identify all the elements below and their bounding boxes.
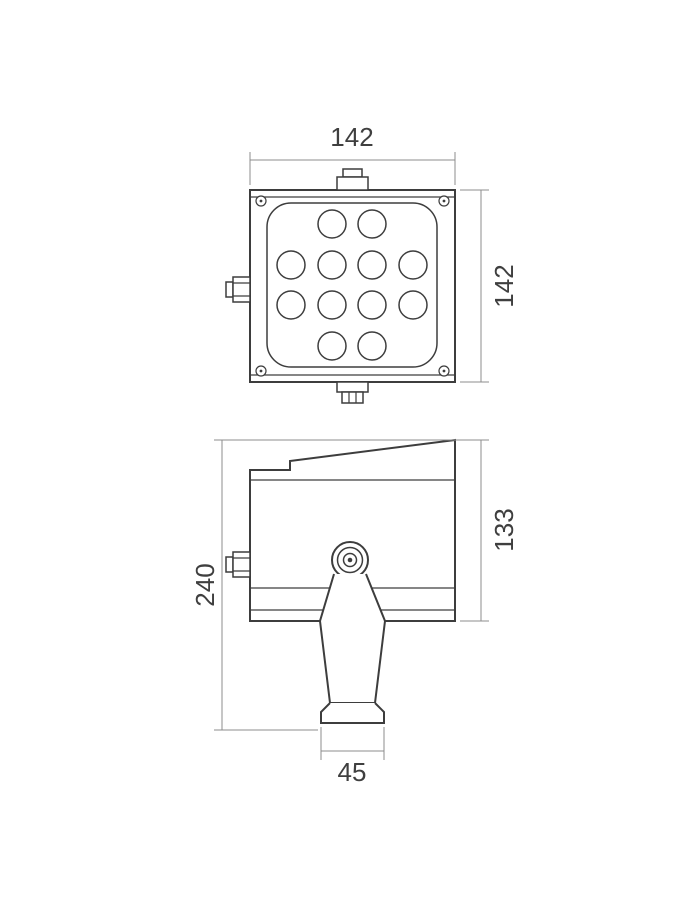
corner-screws: [255, 195, 450, 377]
bottom-connector: [336, 381, 369, 404]
lens-frame: [266, 202, 438, 368]
led-lens: [357, 209, 387, 239]
dim-label-front-width: 142: [330, 122, 373, 152]
dim-label-body-height: 133: [489, 508, 519, 551]
dim-front-height: 142: [460, 189, 519, 383]
bracket-foot: [320, 702, 385, 724]
led-lens: [357, 290, 387, 320]
led-lens: [398, 290, 428, 320]
pivot-center: [347, 557, 353, 563]
led-lens: [357, 250, 387, 280]
mounting-bracket: [318, 541, 387, 724]
top-connector: [336, 168, 369, 191]
dim-label-front-height: 142: [489, 264, 519, 307]
side-view: [225, 438, 456, 724]
cable-gland-side: [225, 551, 251, 578]
dim-overall-height: 240: [190, 439, 489, 731]
led-lens: [276, 290, 306, 320]
dim-label-overall-height: 240: [190, 563, 220, 606]
dim-front-width: 142: [249, 122, 456, 185]
cable-gland-front: [225, 276, 251, 303]
dim-label-base-width: 45: [338, 757, 367, 787]
led-array: [276, 209, 428, 361]
front-view: [225, 168, 456, 404]
dim-body-height: 133: [460, 440, 519, 622]
led-lens: [317, 331, 347, 361]
led-lens: [276, 250, 306, 280]
led-lens: [357, 331, 387, 361]
led-lens: [398, 250, 428, 280]
led-lens: [317, 250, 347, 280]
led-lens: [317, 209, 347, 239]
led-lens: [317, 290, 347, 320]
dim-base-width: 45: [320, 727, 385, 787]
